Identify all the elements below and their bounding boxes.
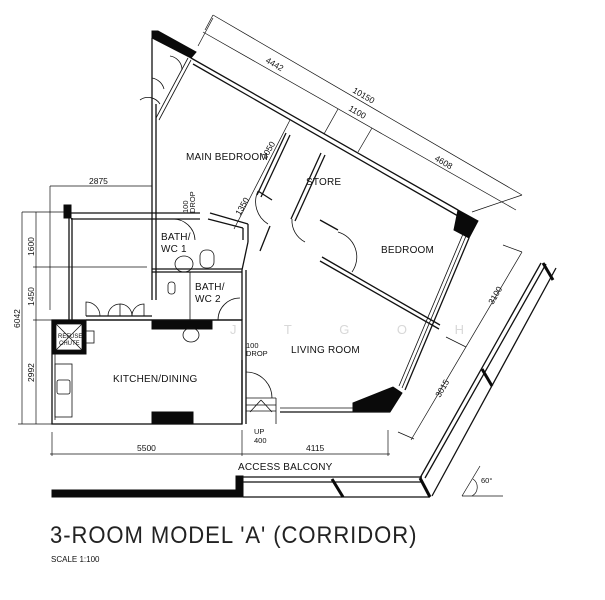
wall-column [151,30,197,59]
svg-text:1350: 1350 [233,195,251,217]
svg-text:DROP: DROP [246,349,268,358]
room-store: STORE [306,177,341,188]
svg-text:1100: 1100 [347,103,368,121]
svg-text:4442: 4442 [264,55,286,73]
wall-column [51,489,238,498]
svg-text:3100: 3100 [486,284,504,306]
svg-text:60°: 60° [481,476,492,485]
svg-text:DROP: DROP [188,191,197,213]
svg-text:5500: 5500 [137,443,156,453]
plan-title: 3-ROOM MODEL 'A' (CORRIDOR) [50,522,418,549]
plan-scale: SCALE 1:100 [51,555,100,564]
svg-text:CHUTE: CHUTE [59,341,80,347]
wall-column [151,319,213,330]
room-bath-wc1: BATH/ [161,232,191,243]
room-kitchen-dining: KITCHEN/DINING [113,374,197,385]
svg-text:REFUSE: REFUSE [58,334,82,340]
svg-text:100: 100 [246,341,259,350]
wall-column [453,209,479,239]
watermark: J T G O H [230,322,486,337]
svg-text:1600: 1600 [26,237,36,256]
svg-text:WC 1: WC 1 [161,244,187,255]
room-living: LIVING ROOM [291,345,360,356]
svg-text:UP: UP [254,427,264,436]
svg-text:WC 2: WC 2 [195,294,221,305]
room-access-balcony: ACCESS BALCONY [238,462,333,473]
svg-text:400: 400 [254,436,267,445]
wall-column [352,386,403,413]
wall-column [63,204,72,219]
svg-text:100: 100 [181,200,190,213]
svg-text:2875: 2875 [89,176,108,186]
svg-text:2992: 2992 [26,363,36,382]
room-bedroom: BEDROOM [381,245,434,256]
room-bath-wc2: BATH/ [195,282,225,293]
svg-text:3015: 3015 [433,377,451,399]
wall-column [151,411,194,425]
svg-text:4115: 4115 [306,443,325,453]
room-main-bedroom: MAIN BEDROOM [186,152,268,163]
svg-text:6042: 6042 [12,309,22,328]
svg-text:1450: 1450 [26,287,36,306]
wall-column [235,475,244,498]
